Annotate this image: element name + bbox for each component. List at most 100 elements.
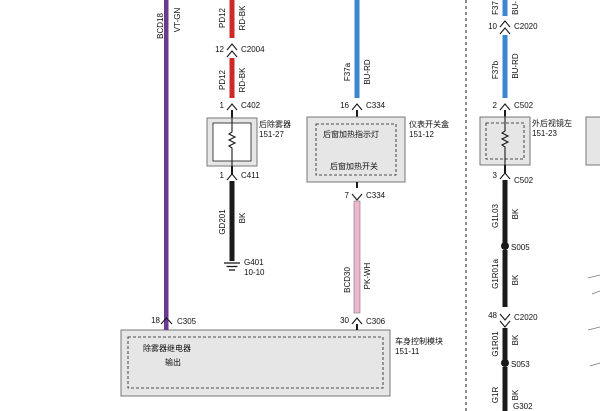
- splice-s005-dot[interactable]: [501, 242, 509, 250]
- connector-c2020-top[interactable]: 10 C2020: [488, 20, 538, 35]
- wire-f37a-stub: [356, 110, 358, 118]
- connector-c402-chevron: [226, 103, 238, 111]
- connector-c305[interactable]: 18 C305: [151, 316, 197, 326]
- next-wire-stub-3: [587, 326, 600, 331]
- wire-g1r01-circuit: G1R01: [491, 331, 500, 357]
- wire-pd12-mid[interactable]: [229, 58, 235, 98]
- wire-pd12-stub: [231, 110, 233, 120]
- splice-s005-label: S005: [511, 243, 530, 252]
- wire-g1r-color: BK: [511, 389, 520, 400]
- connector-c502-top-pin: 2: [493, 101, 498, 110]
- wire-g1l03-color: BK: [511, 208, 520, 219]
- connector-c502-top-chevron: [499, 103, 511, 111]
- connector-c411-pin: 1: [220, 171, 225, 180]
- splice-s053-label: S053: [511, 360, 530, 369]
- wire-g1l03-circuit: G1L03: [491, 203, 500, 228]
- wire-g1r01a[interactable]: [502, 250, 508, 307]
- connector-c306-pin: 30: [340, 316, 349, 325]
- connector-c2004-chevron: [226, 43, 238, 51]
- rear-defroster-ref: 151-27: [259, 130, 284, 139]
- next-wire-stub-1: [587, 274, 600, 279]
- wire-bcd18-circuit: BCD18: [156, 13, 165, 39]
- connector-c502-bottom-chevron: [499, 172, 511, 180]
- connector-c2020-top-pin: 10: [488, 22, 497, 31]
- rear-defroster-component[interactable]: [206, 117, 258, 167]
- connector-c2020-bottom-chevron-lower: [499, 320, 511, 328]
- wire-f37b-circuit: F37b: [491, 60, 500, 79]
- connector-c305-pin: 18: [151, 316, 160, 325]
- wire-g1r01a-circuit: G1R01a: [491, 259, 500, 289]
- connector-c2004[interactable]: 12 C2004: [215, 43, 265, 58]
- instrument-switch-box: [306, 116, 406, 183]
- wire-f37a-circuit: F37a: [343, 62, 352, 81]
- connector-c2020-bottom-chevron: [499, 313, 511, 321]
- connector-c334-top-name: C334: [366, 101, 386, 110]
- wire-bcd30[interactable]: [353, 200, 361, 314]
- wire-f37a[interactable]: [354, 0, 360, 98]
- wire-f37-top-circuit: F37: [491, 1, 500, 15]
- instrument-switch-name: 仪表开关盒: [409, 119, 449, 129]
- connector-c306[interactable]: 30 C306: [340, 316, 386, 326]
- connector-c334-bottom-name: C334: [366, 191, 386, 200]
- wire-pd12-mid-circuit: PD12: [218, 69, 227, 90]
- bcm-ref: 151-11: [395, 347, 420, 356]
- bcm-module[interactable]: 除雾器继电器 输出: [120, 329, 391, 397]
- wire-bcd18[interactable]: [164, 0, 169, 330]
- connector-c306-name: C306: [366, 317, 386, 326]
- connector-c411-chevron: [226, 173, 238, 181]
- wire-f37b[interactable]: [502, 35, 508, 98]
- connector-c411[interactable]: 1 C411: [220, 171, 261, 181]
- splice-s053-dot[interactable]: [501, 359, 509, 367]
- next-component-box-partial: [585, 116, 600, 166]
- mirror-heater-icon: [500, 117, 510, 165]
- connector-c334-top[interactable]: 16 C334: [340, 101, 386, 111]
- connector-c334-bottom[interactable]: 7 C334: [345, 191, 386, 201]
- ground-g401: [224, 262, 240, 271]
- instrument-switch-ref: 151-12: [409, 130, 434, 139]
- connector-c502-bottom-pin: 3: [493, 171, 498, 180]
- instrument-switch-inner: [315, 123, 397, 176]
- wire-gd201[interactable]: [229, 181, 235, 261]
- connector-c334-bottom-chevron: [351, 193, 363, 201]
- wire-g1r01-color: BK: [511, 334, 520, 345]
- connector-c2020-bottom-name: C2020: [514, 313, 538, 322]
- connector-c306-chevron: [351, 317, 363, 325]
- wire-g1l03[interactable]: [502, 180, 508, 245]
- wire-g1r[interactable]: [502, 367, 508, 411]
- wire-c334-bottom-stub: [356, 182, 358, 188]
- connector-c2004-chevron-lower: [226, 50, 238, 58]
- connector-c2020-top-chevron: [499, 20, 511, 28]
- ground-g401-name: G401: [244, 258, 264, 267]
- mirror-left-component[interactable]: [479, 116, 531, 166]
- wire-gd201-stub: [231, 166, 233, 174]
- ground-g401-ref: 10-10: [244, 268, 265, 277]
- rear-defroster-name: 后除雾器: [259, 119, 291, 129]
- wire-g1r-circuit: G1R: [491, 387, 500, 404]
- wire-f37b-color: BU-RD: [511, 53, 520, 79]
- connector-c502-bottom[interactable]: 3 C502: [493, 171, 534, 185]
- wire-pd12-top-color: RD-BK: [238, 5, 247, 31]
- bcm-relay-label: 除雾器继电器: [143, 343, 191, 353]
- wire-c502-top-stub: [504, 110, 506, 118]
- heat-switch-label: 后窗加热开关: [330, 161, 378, 171]
- connector-c502-top-name: C502: [514, 101, 534, 110]
- wire-gd201-circuit: GD201: [218, 209, 227, 235]
- next-wire-stub-4: [589, 362, 600, 367]
- wire-f37-top-color: BU-: [511, 1, 520, 15]
- wire-bcd18-color: VT-GN: [173, 8, 182, 33]
- connector-c402-pin: 1: [220, 101, 225, 110]
- connector-c2020-top-chevron-lower: [499, 27, 511, 35]
- instrument-switch-component[interactable]: 后窗加热指示灯 后窗加热开关: [306, 116, 406, 183]
- resistor-icon: [227, 118, 237, 166]
- connector-c411-name: C411: [241, 171, 260, 180]
- bcm-box: [120, 329, 391, 397]
- connector-c402[interactable]: 1 C402: [220, 101, 261, 111]
- wire-pd12-top-circuit: PD12: [218, 7, 227, 28]
- wire-g1r01[interactable]: [502, 328, 508, 362]
- wire-f37-top[interactable]: [502, 0, 508, 16]
- connector-c502-top[interactable]: 2 C502: [493, 101, 534, 111]
- wire-pd12-top[interactable]: [229, 0, 235, 38]
- connector-c2020-bottom[interactable]: 48 C2020: [488, 311, 538, 328]
- connector-c2004-name: C2004: [241, 45, 265, 54]
- wire-gd201-color: BK: [238, 212, 247, 223]
